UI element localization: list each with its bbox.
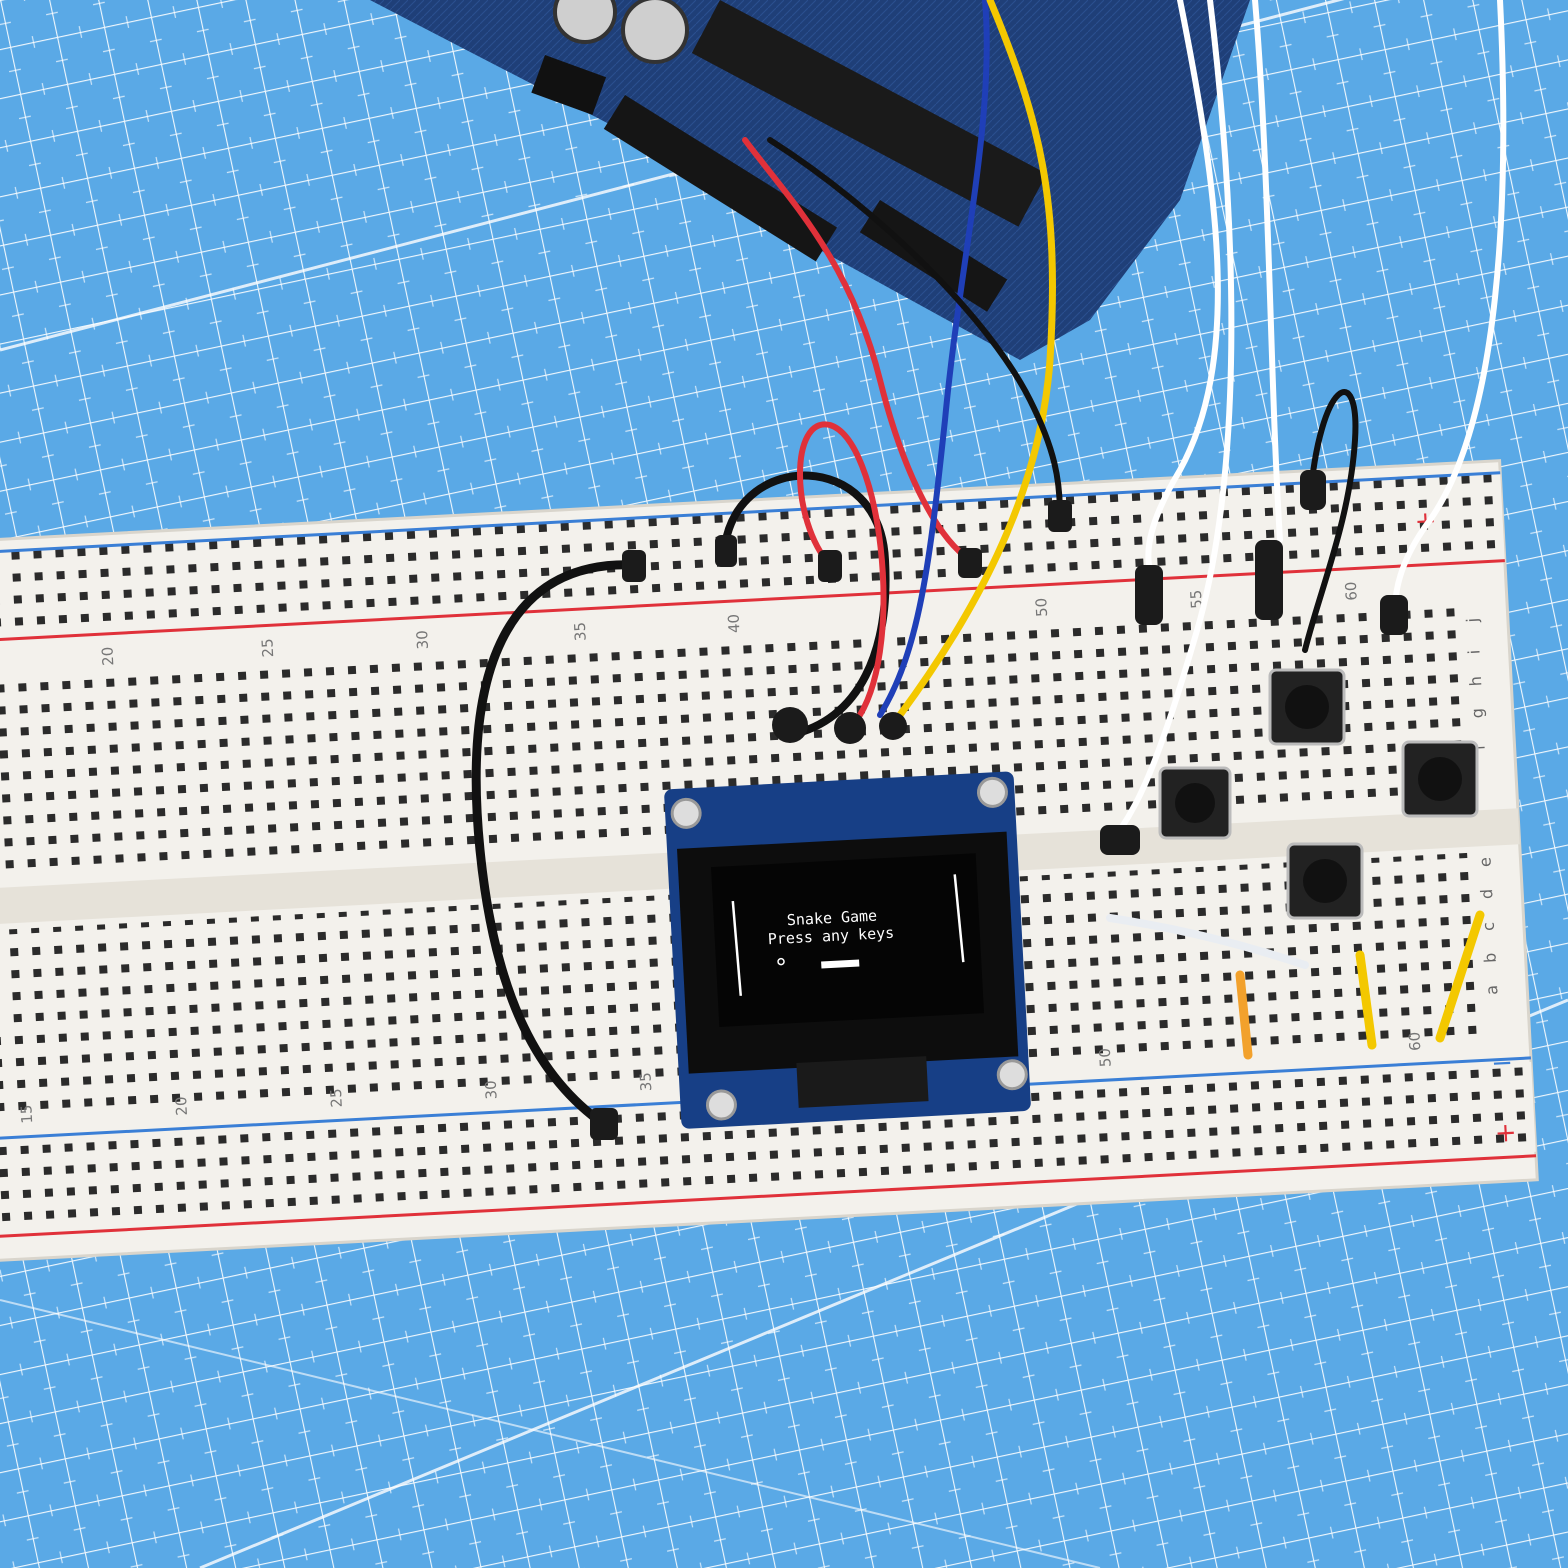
wire-blue xyxy=(877,0,990,718)
oled-ribbon xyxy=(796,1056,929,1108)
wire-white xyxy=(1145,0,1221,573)
chip xyxy=(531,55,607,115)
wire-red xyxy=(742,137,973,563)
wire-yellow xyxy=(896,0,1056,719)
snake-food xyxy=(777,957,785,966)
mounting-hole xyxy=(705,1089,737,1121)
row-letter: h xyxy=(1466,676,1486,687)
row-letters: j i h g f e d c b a xyxy=(1463,617,1502,995)
wire-yellow xyxy=(1435,910,1485,1043)
terminal-strip-upper xyxy=(0,602,1478,882)
wire-red xyxy=(797,421,887,718)
wire-white xyxy=(1106,914,1309,969)
snake-body xyxy=(821,959,860,969)
oled-module: Snake Game Press any keys xyxy=(664,771,1031,1129)
wire-white xyxy=(1392,0,1507,613)
arduino-header-pins xyxy=(603,95,1008,312)
capacitor xyxy=(553,0,617,44)
column-numbers-bottom: 15 20 25 30 35 50 60 xyxy=(17,1031,1424,1124)
column-number: 15 xyxy=(17,1104,36,1124)
row-letter: c xyxy=(1479,922,1498,932)
wire-yellow xyxy=(1355,950,1377,1050)
column-number: 25 xyxy=(327,1088,346,1108)
game-border-left xyxy=(731,900,743,996)
row-letter: a xyxy=(1482,985,1501,996)
push-button[interactable] xyxy=(1268,668,1346,746)
column-number: 60 xyxy=(1405,1031,1424,1051)
column-number: 40 xyxy=(725,613,744,633)
push-button[interactable] xyxy=(1158,766,1232,840)
rail-plus-label: + xyxy=(1494,1118,1517,1149)
wire-black xyxy=(767,137,1063,518)
game-border-right xyxy=(953,874,965,963)
column-number: 20 xyxy=(98,646,117,666)
game-title: Snake Game xyxy=(786,907,877,930)
power-rail-bottom xyxy=(0,1061,1536,1234)
row-letter: g xyxy=(1468,708,1488,719)
mounting-hole xyxy=(996,1059,1028,1091)
mounting-hole xyxy=(670,797,702,829)
column-number: 50 xyxy=(1032,597,1051,617)
wire-tips xyxy=(590,470,1408,1140)
mat-diagonal-line xyxy=(0,1299,1101,1568)
column-number: 30 xyxy=(482,1080,501,1100)
wire-black xyxy=(471,560,640,1130)
row-letter: i xyxy=(1464,649,1483,654)
column-number: 30 xyxy=(413,630,432,650)
column-number: 60 xyxy=(1342,581,1361,601)
rail-stripe-red xyxy=(0,559,1505,644)
arduino-board xyxy=(370,0,1250,360)
oled-screen: Snake Game Press any keys xyxy=(710,853,985,1027)
rail-stripe-blue xyxy=(0,471,1501,556)
wire-white xyxy=(1117,0,1235,833)
push-button[interactable] xyxy=(1401,740,1479,818)
capacitor xyxy=(621,0,689,64)
wire-black xyxy=(1302,389,1359,653)
column-number: 50 xyxy=(1096,1048,1115,1068)
column-number: 35 xyxy=(636,1072,655,1092)
column-number: 35 xyxy=(571,622,590,642)
row-letter: e xyxy=(1475,857,1494,868)
wires xyxy=(471,0,1507,1130)
rail-stripe-red xyxy=(0,1154,1537,1239)
column-number: 25 xyxy=(258,638,277,658)
row-letter: b xyxy=(1480,952,1500,963)
push-button[interactable] xyxy=(1286,842,1364,920)
wire-white xyxy=(1252,0,1283,543)
rail-minus-label: − xyxy=(1490,1048,1513,1079)
row-letter: d xyxy=(1477,888,1497,899)
wire-orange xyxy=(1235,970,1253,1060)
mounting-hole xyxy=(976,776,1008,808)
row-letter: f xyxy=(1469,744,1488,751)
column-number: 20 xyxy=(172,1096,191,1116)
row-letter: j xyxy=(1463,617,1482,623)
